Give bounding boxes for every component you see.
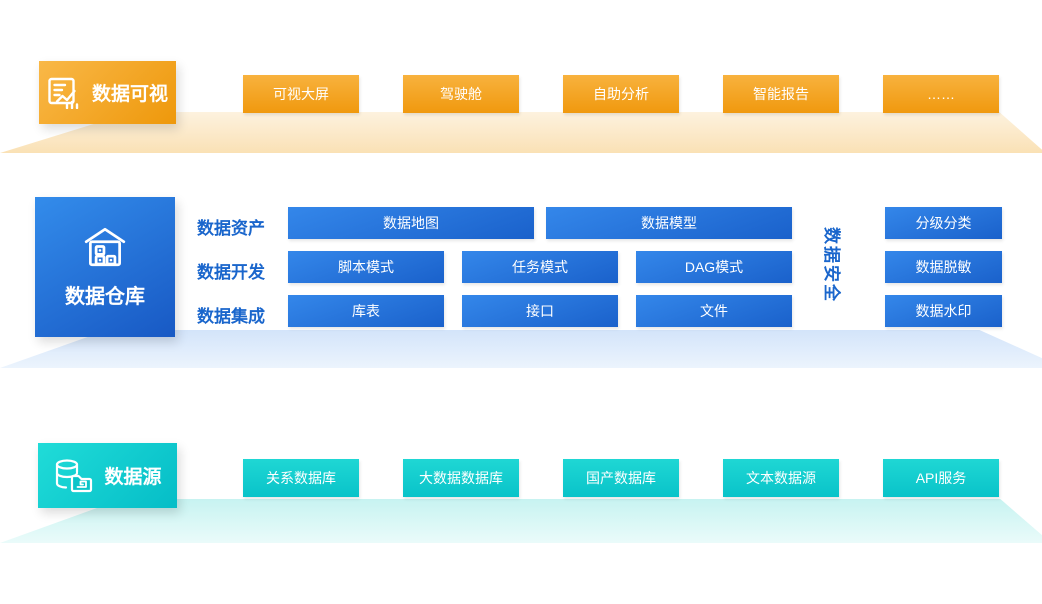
integration-item-file[interactable]: 文件	[636, 295, 792, 327]
visual-item-selfservice[interactable]: 自助分析	[563, 75, 679, 113]
source-item-relational-db[interactable]: 关系数据库	[243, 459, 359, 497]
source-item-api-service[interactable]: API服务	[883, 459, 999, 497]
visual-layer-box: 数据可视	[39, 61, 176, 124]
row-label-data-integration: 数据集成	[197, 307, 265, 326]
warehouse-layer-box: 数据仓库	[35, 197, 175, 337]
chart-report-icon	[48, 77, 79, 109]
warehouse-icon	[84, 227, 126, 266]
source-item-text-source[interactable]: 文本数据源	[723, 459, 839, 497]
asset-item-datamap[interactable]: 数据地图	[288, 207, 534, 239]
row-label-data-development: 数据开发	[197, 263, 265, 282]
security-item-watermark[interactable]: 数据水印	[885, 295, 1002, 327]
database-folder-icon	[56, 458, 93, 492]
visual-layer-label: 数据可视	[91, 84, 168, 105]
source-item-domestic-db[interactable]: 国产数据库	[563, 459, 679, 497]
visual-item-report[interactable]: 智能报告	[723, 75, 839, 113]
row-label-data-assets: 数据资产	[197, 219, 265, 238]
source-layer-label: 数据源	[104, 467, 162, 488]
warehouse-layer-label: 数据仓库	[65, 285, 145, 308]
security-item-masking[interactable]: 数据脱敏	[885, 251, 1002, 283]
integration-item-table[interactable]: 库表	[288, 295, 444, 327]
visual-item-more[interactable]: ……	[883, 75, 999, 113]
security-column-label: 数据安全	[822, 227, 841, 303]
source-item-bigdata-db[interactable]: 大数据数据库	[403, 459, 519, 497]
visual-item-cockpit[interactable]: 驾驶舱	[403, 75, 519, 113]
dev-item-dag-mode[interactable]: DAG模式	[636, 251, 792, 283]
security-item-classification[interactable]: 分级分类	[885, 207, 1002, 239]
source-layer-box: 数据源	[38, 443, 177, 508]
dev-item-task-mode[interactable]: 任务模式	[462, 251, 618, 283]
visual-item-bigscreen[interactable]: 可视大屏	[243, 75, 359, 113]
integration-item-api[interactable]: 接口	[462, 295, 618, 327]
dev-item-script-mode[interactable]: 脚本模式	[288, 251, 444, 283]
asset-item-datamodel[interactable]: 数据模型	[546, 207, 792, 239]
